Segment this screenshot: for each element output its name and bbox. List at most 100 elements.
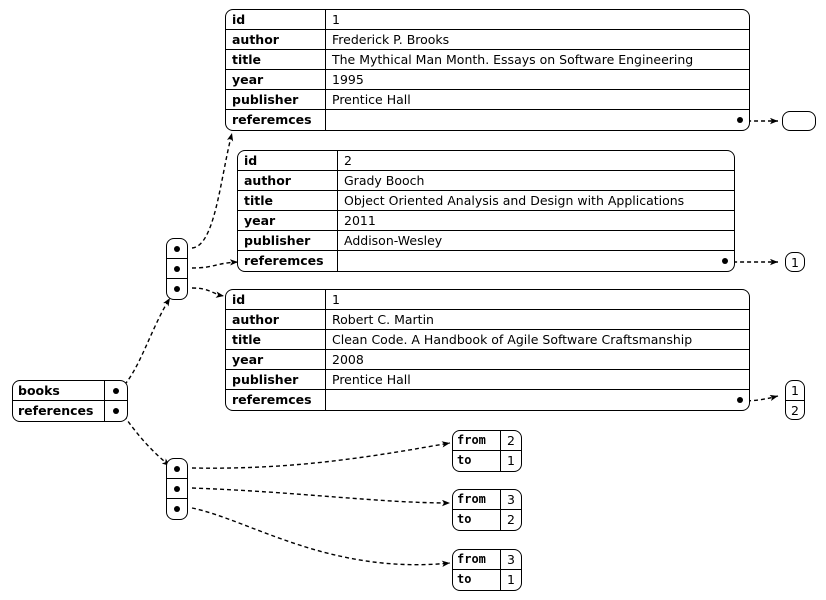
field-value: Prentice Hall: [332, 92, 411, 107]
field-key: publisher: [226, 90, 326, 109]
root-field-references-label: references: [13, 401, 106, 421]
table-row: author Frederick P. Brooks: [226, 30, 749, 50]
table-row: author Robert C. Martin: [226, 310, 749, 330]
table-row: to 2: [453, 510, 521, 530]
book-2-referemces-array[interactable]: 1: [785, 252, 805, 272]
field-key: year: [238, 211, 338, 230]
field-key: year: [226, 70, 326, 89]
wire-root-references-to-references-array: [119, 409, 171, 467]
field-value-pointer[interactable]: [338, 251, 734, 271]
root-field-references[interactable]: references: [13, 401, 127, 421]
field-key: referemces: [226, 390, 326, 410]
table-row: to 1: [453, 451, 521, 471]
field-key: title: [226, 50, 326, 69]
table-row: to 1: [453, 570, 521, 590]
field-key: referemces: [226, 110, 326, 130]
array-cell: 1: [791, 255, 799, 270]
field-key: id: [226, 10, 326, 29]
pointer-dot-icon: [174, 506, 180, 512]
root-object-node[interactable]: books references: [12, 380, 128, 422]
books-array-slot-0[interactable]: [167, 239, 187, 259]
root-field-references-pointer[interactable]: [105, 401, 127, 421]
field-key: to: [453, 510, 501, 530]
field-value-pointer[interactable]: [326, 110, 749, 130]
table-row: from 2: [453, 431, 521, 451]
book-record-2[interactable]: id 2 author Grady Booch title Object Ori…: [237, 150, 735, 272]
field-key: from: [453, 550, 501, 569]
table-row-pointer[interactable]: referemces: [226, 390, 749, 410]
table-row-pointer[interactable]: referemces: [226, 110, 749, 130]
wire-books-slot1-to-record1: [191, 132, 234, 249]
field-value: 2008: [332, 352, 364, 367]
pointer-dot-icon: [113, 387, 120, 394]
book-record-3[interactable]: id 1 author Robert C. Martin title Clean…: [225, 289, 750, 411]
references-array-slot-2[interactable]: [167, 499, 187, 519]
references-array-slot-1[interactable]: [167, 479, 187, 499]
references-array-slot-0[interactable]: [167, 459, 187, 479]
pointer-dot-icon: [737, 117, 743, 123]
field-value-pointer[interactable]: [326, 390, 749, 410]
field-value: 2: [344, 153, 352, 168]
field-value: 3: [507, 492, 515, 507]
table-row: id 1: [226, 10, 749, 30]
table-row: year 2008: [226, 350, 749, 370]
field-key: author: [226, 30, 326, 49]
pointer-dot-icon: [737, 397, 743, 403]
reference-record-1[interactable]: from 2 to 1: [452, 430, 522, 472]
pointer-dot-icon: [722, 258, 728, 264]
books-array-slot-1[interactable]: [167, 259, 187, 279]
root-field-books-label: books: [13, 381, 106, 400]
reference-record-2[interactable]: from 3 to 2: [452, 489, 522, 531]
field-key: id: [238, 151, 338, 170]
book-3-referemces-array[interactable]: 1 2: [785, 380, 805, 420]
books-array-slot-2[interactable]: [167, 279, 187, 299]
field-key: from: [453, 431, 501, 450]
pointer-dot-icon: [174, 465, 180, 472]
field-value: Grady Booch: [344, 173, 425, 188]
table-row-pointer[interactable]: referemces: [238, 251, 734, 271]
field-value: 1995: [332, 72, 364, 87]
field-value: Prentice Hall: [332, 372, 411, 387]
references-array[interactable]: [166, 458, 188, 520]
field-value: 1: [332, 292, 340, 307]
table-row: id 1: [226, 290, 749, 310]
wire-references-slot3-to-ref3: [191, 507, 451, 567]
field-value: Robert C. Martin: [332, 312, 434, 327]
field-value: 1: [507, 453, 515, 468]
reference-record-3[interactable]: from 3 to 1: [452, 549, 522, 591]
field-key: to: [453, 451, 501, 471]
field-key: year: [226, 350, 326, 369]
table-row: title The Mythical Man Month. Essays on …: [226, 50, 749, 70]
table-row: publisher Prentice Hall: [226, 90, 749, 110]
field-key: from: [453, 490, 501, 509]
field-value: Addison-Wesley: [344, 233, 443, 248]
field-key: title: [226, 330, 326, 349]
table-row: from 3: [453, 550, 521, 570]
pointer-dot-icon: [174, 485, 180, 492]
field-key: id: [226, 290, 326, 309]
field-value: 1: [507, 572, 515, 587]
wire-root-books-to-books-array: [119, 297, 171, 391]
pointer-dot-icon: [174, 265, 180, 272]
table-row: year 1995: [226, 70, 749, 90]
book-1-referemces-array[interactable]: [782, 111, 816, 131]
table-row: title Clean Code. A Handbook of Agile So…: [226, 330, 749, 350]
wire-references-slot2-to-ref2: [191, 487, 451, 507]
field-key: to: [453, 570, 501, 590]
book-record-1[interactable]: id 1 author Frederick P. Brooks title Th…: [225, 9, 750, 131]
array-cell: 1: [786, 381, 804, 401]
field-value: Object Oriented Analysis and Design with…: [344, 193, 685, 208]
field-value: 1: [332, 12, 340, 27]
table-row: publisher Prentice Hall: [226, 370, 749, 390]
field-value: 3: [507, 552, 515, 567]
root-field-books[interactable]: books: [13, 381, 127, 401]
field-value: The Mythical Man Month. Essays on Softwa…: [332, 52, 694, 67]
field-value: Clean Code. A Handbook of Agile Software…: [332, 332, 693, 347]
books-array[interactable]: [166, 238, 188, 300]
root-field-books-pointer[interactable]: [105, 381, 127, 400]
field-key: publisher: [238, 231, 338, 250]
pointer-dot-icon: [174, 286, 180, 292]
wire-books-slot2-to-record2: [191, 259, 239, 269]
array-cell: 2: [791, 403, 799, 418]
